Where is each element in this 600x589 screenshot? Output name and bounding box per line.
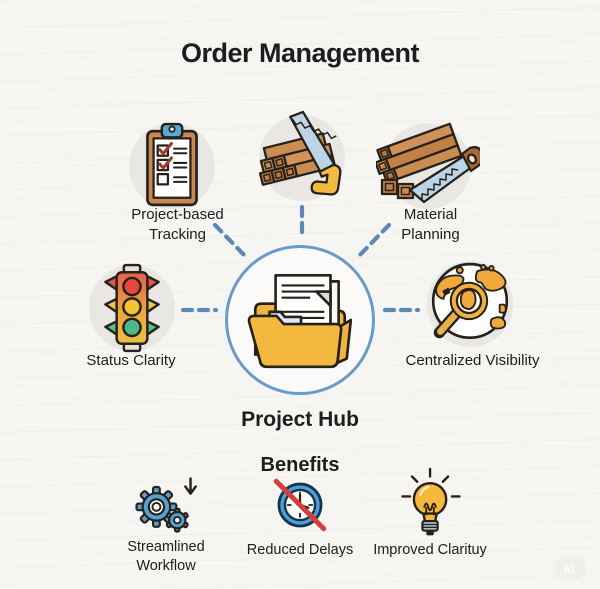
- label-streamlined-workflow: Streamlined Workflow: [127, 539, 205, 574]
- lightbulb-icon: [401, 467, 461, 536]
- lumber-hacksaw-icon: [258, 110, 342, 196]
- traffic-light-icon: [104, 263, 160, 353]
- benefit-improved-clarity: [398, 467, 464, 540]
- lumber-handsaw-icon: [376, 122, 480, 204]
- clipboard-checklist-icon: [146, 122, 198, 207]
- label-centralized-visibility: Centralized Visibility: [405, 352, 540, 369]
- label-status-clarity: Status Clarity: [86, 352, 176, 369]
- hub-label: Project Hub: [241, 408, 359, 431]
- benefit-reduced-delays: [258, 473, 342, 537]
- label-reduced-delays: Reduced Delays: [246, 542, 354, 558]
- node-status-clarity: [77, 253, 187, 363]
- node-project-based-tracking: [117, 111, 227, 221]
- node-material-planning: [371, 109, 485, 223]
- globe-magnifier-icon: [431, 262, 509, 340]
- node-lumber-stack-top: [247, 103, 357, 213]
- node-centralized-visibility: [415, 249, 525, 359]
- label-improved-clarity: Improved Clarituy: [373, 542, 487, 558]
- benefit-streamlined-workflow: [128, 472, 200, 538]
- page-title: Order Management: [180, 38, 420, 68]
- gears-icon: [135, 477, 197, 533]
- folder-documents-icon: [247, 273, 353, 369]
- ai-watermark: ai: [552, 557, 586, 579]
- label-project-based-tracking: Project-based Tracking: [131, 206, 224, 243]
- benefits-heading: Benefits: [260, 454, 340, 476]
- label-material-planning: Material Planning: [401, 206, 460, 243]
- no-delay-clock-icon: [273, 478, 327, 532]
- hub-circle: [225, 245, 375, 395]
